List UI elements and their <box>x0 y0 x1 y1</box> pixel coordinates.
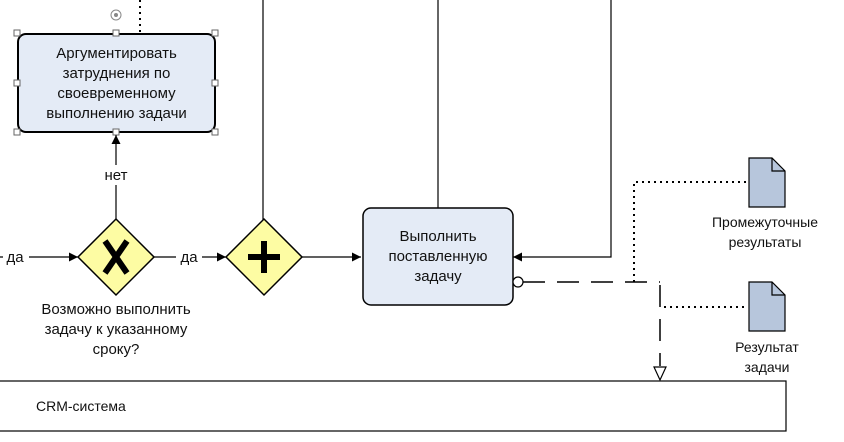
task-argue-line-3: своевременному <box>57 85 176 102</box>
task-argue-difficulties[interactable]: Аргументировать затруднения по своевреме… <box>17 33 216 133</box>
exclusive-gateway-x-icon <box>102 239 130 275</box>
dotted-association-intermediate <box>633 181 748 282</box>
task-execute-line-1: Выполнить <box>399 228 476 245</box>
flow-label-no: нет <box>105 167 128 184</box>
artifact-result-line-2: задачи <box>745 359 790 375</box>
gateway-question-line-1: Возможно выполнить <box>41 301 191 318</box>
exclusive-gateway[interactable] <box>76 217 156 297</box>
label-bg-yes-right <box>176 247 202 267</box>
selection-handles[interactable] <box>13 29 219 136</box>
association-open-arrow <box>653 366 667 382</box>
artifact-result-line-1: Результат <box>735 339 799 355</box>
flow-label-yes-left: да <box>6 249 24 266</box>
artifact-intermediate-line-1: Промежуточные <box>712 214 818 230</box>
rotate-handle-dot <box>114 13 118 17</box>
document-fold <box>771 158 785 172</box>
pool-crm-system[interactable]: CRM-система <box>0 380 787 432</box>
task-execute[interactable]: Выполнить поставленную задачу <box>362 207 514 306</box>
artifact-intermediate-line-2: результаты <box>729 234 802 250</box>
label-bg-yes-left <box>3 247 29 267</box>
task-argue-line-4: выполнению задачи <box>46 105 187 122</box>
task-argue-line-1: Аргументировать <box>56 45 177 62</box>
data-object-intermediate[interactable] <box>748 157 786 208</box>
data-object-result[interactable] <box>748 281 786 332</box>
gateway-question-line-3: сроку? <box>93 341 140 358</box>
sequence-flow-top-right <box>513 0 612 262</box>
task-execute-line-3: задачу <box>414 268 462 285</box>
gateway-question-line-2: задачу к указанному <box>45 321 188 338</box>
association-start-circle <box>512 276 524 288</box>
parallel-gateway[interactable] <box>224 217 304 297</box>
parallel-gateway-plus-icon <box>248 241 280 273</box>
document-icon <box>748 281 786 332</box>
label-bg-no <box>98 165 134 185</box>
document-fold <box>771 282 785 296</box>
task-argue-line-2: затруднения по <box>63 65 171 82</box>
flow-label-yes-right: да <box>180 249 198 266</box>
pool-label: CRM-система <box>36 398 126 414</box>
task-execute-line-2: поставленную <box>388 248 487 265</box>
document-icon <box>748 157 786 208</box>
